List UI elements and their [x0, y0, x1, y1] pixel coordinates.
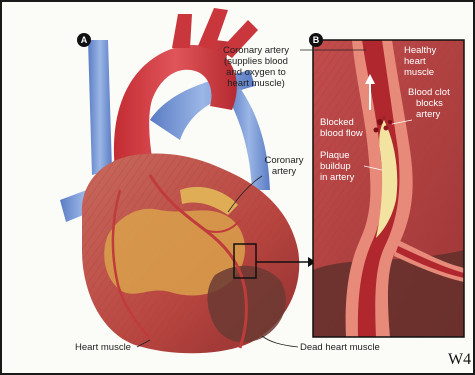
panel-b-letter: B	[313, 35, 320, 45]
svg-text:artery: artery	[272, 166, 297, 177]
watermark-code: W4	[448, 351, 471, 368]
svg-text:heart muscle): heart muscle)	[227, 78, 285, 89]
panel-a-letter: A	[81, 35, 88, 45]
superior-vena-cava	[88, 40, 112, 175]
label-dead-heart-muscle: Dead heart muscle	[262, 336, 380, 353]
svg-text:and oxygen to: and oxygen to	[226, 67, 286, 78]
artery-detail-panel	[313, 40, 464, 337]
svg-text:Coronary artery: Coronary artery	[223, 45, 289, 56]
svg-text:blood flow: blood flow	[320, 128, 363, 139]
panel-b-badge: B	[309, 33, 323, 47]
svg-text:Healthy: Healthy	[404, 45, 436, 56]
svg-text:(supplies blood: (supplies blood	[224, 56, 288, 67]
svg-text:Plaque: Plaque	[320, 150, 350, 161]
svg-text:heart: heart	[404, 56, 426, 67]
svg-text:Coronary: Coronary	[264, 155, 303, 166]
svg-text:Dead heart muscle: Dead heart muscle	[300, 342, 380, 353]
panel-a-badge: A	[77, 33, 91, 47]
svg-text:Blood clot: Blood clot	[408, 87, 450, 98]
svg-text:buildup: buildup	[320, 161, 351, 172]
svg-text:Blocked: Blocked	[320, 117, 354, 128]
aorta-branch-1	[172, 14, 192, 48]
svg-text:muscle: muscle	[404, 67, 434, 78]
svg-text:Heart muscle: Heart muscle	[75, 342, 131, 353]
svg-text:artery: artery	[416, 109, 441, 120]
svg-text:blocks: blocks	[416, 98, 443, 109]
svg-text:in artery: in artery	[320, 172, 355, 183]
